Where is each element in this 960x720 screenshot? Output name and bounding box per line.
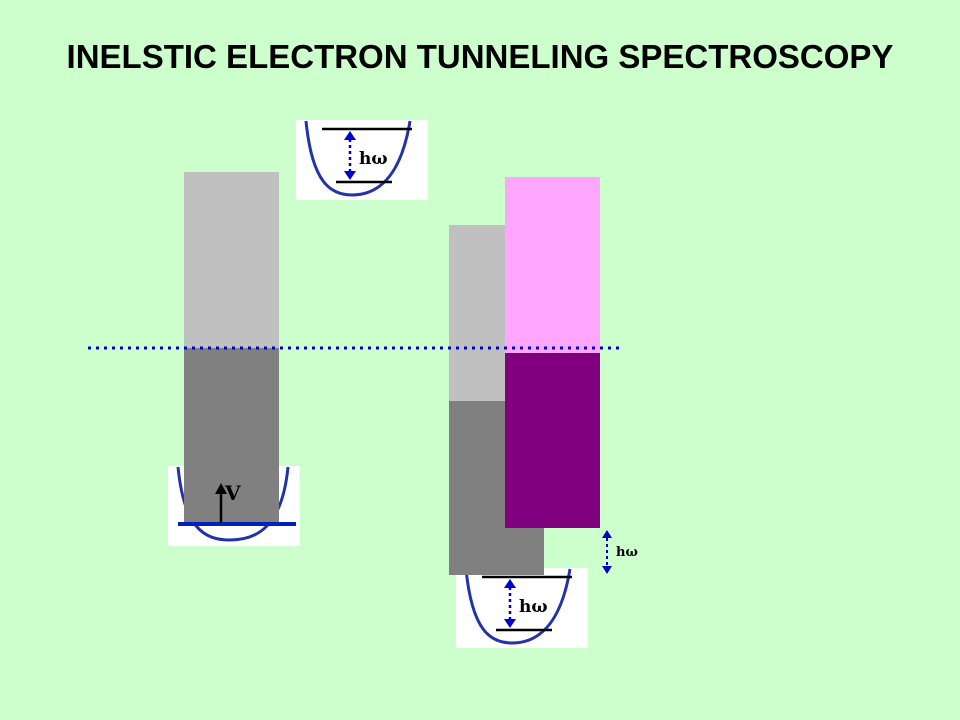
- side-energy-marker: hω: [602, 530, 638, 574]
- potential-well-curve: [464, 568, 572, 645]
- page-title: INELSTIC ELECTRON TUNNELING SPECTROSCOPY: [66, 38, 894, 75]
- left-electrode-empty-states: [184, 172, 279, 348]
- shifted-electrode: [505, 177, 600, 528]
- shifted-electrode-empty-states: [505, 177, 600, 353]
- up-arrowhead-icon: [602, 530, 612, 538]
- h-omega-label: hω: [359, 149, 388, 169]
- voltage-arrow-icon: [215, 483, 227, 494]
- up-arrowhead-icon: [504, 579, 516, 588]
- down-arrowhead-icon: [504, 619, 516, 628]
- voltage-label: V: [224, 481, 241, 505]
- side-h-omega-label: hω: [616, 545, 638, 560]
- bottom-vibrational-inset: hω: [456, 568, 588, 648]
- inset-background: [296, 120, 428, 200]
- down-arrowhead-icon: [602, 566, 612, 574]
- shifted-electrode-filled-states: [505, 353, 600, 528]
- h-omega-label: hω: [519, 597, 548, 617]
- voltage-indicator: V: [178, 481, 296, 526]
- top-vibrational-inset: hω: [296, 120, 428, 200]
- down-arrowhead-icon: [344, 171, 356, 180]
- up-arrowhead-icon: [344, 131, 356, 140]
- inset-background: [456, 568, 588, 648]
- left-electrode: [184, 172, 279, 524]
- left-electrode-filled-states: [184, 348, 279, 524]
- potential-well-curve: [304, 120, 412, 197]
